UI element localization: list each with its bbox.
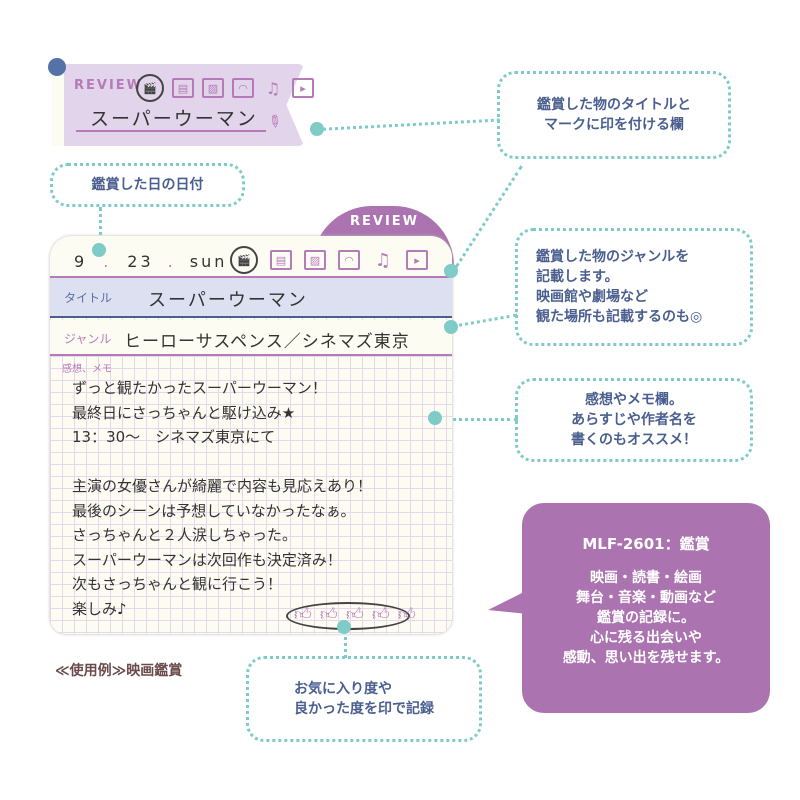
- title-value: スーパーウーマン: [148, 290, 308, 311]
- theater-stage-icon[interactable]: ◠: [338, 250, 360, 270]
- connector: [318, 118, 500, 131]
- caption: ≪使用例≫映画鑑賞: [55, 663, 183, 679]
- genre-label: ジャンル: [64, 332, 112, 346]
- product-box: MLF-2601：鑑賞 映画・読書・絵画 舞台・音楽・動画など 鑑賞の記録に。 …: [522, 503, 770, 713]
- label-genre-icons: 🎬 ▤ ▨ ◠ ♫ ▸: [136, 74, 314, 102]
- picture-icon[interactable]: ▨: [304, 250, 326, 270]
- connector: [440, 418, 518, 421]
- music-note-icon[interactable]: ♫: [374, 249, 392, 271]
- label-pin: [48, 58, 66, 76]
- product-description: 映画・読書・絵画 舞台・音楽・動画など 鑑賞の記録に。 心に残る出会いや 感動、…: [562, 570, 730, 666]
- genre-row[interactable]: ジャンル ヒーローサスペンス／シネマズ東京: [50, 320, 452, 356]
- memo-line: 次もさっちゃんと観に行こう！: [72, 575, 283, 593]
- connector: [452, 313, 518, 328]
- memo-line: [72, 450, 372, 475]
- theater-stage-icon[interactable]: ◠: [232, 78, 254, 98]
- connector: [455, 165, 523, 268]
- memo-line: 楽しみ♪: [72, 599, 127, 618]
- genre-icons: 🎬 ▤ ▨ ◠ ♫ ▸: [230, 246, 428, 274]
- connector-dot: [428, 411, 442, 425]
- product-pointer: [488, 590, 528, 614]
- memo-line: スーパーウーマンは次回作も決定済み！: [72, 550, 342, 569]
- date-weekday: sun: [189, 252, 228, 271]
- callout-memo: 感想やメモ欄。 あらすじや作者名を 書くのもオススメ！: [515, 378, 753, 462]
- note-card: 9.23.sun 🎬 ▤ ▨ ◠ ♫ ▸ タイトル スーパーウーマン ジャンル …: [50, 236, 452, 634]
- date-month: 9: [74, 252, 88, 271]
- callout-date: 鑑賞した日の日付: [50, 163, 245, 207]
- memo-line: 13：30～ シネマズ東京にて: [72, 428, 276, 446]
- music-note-icon[interactable]: ♫: [265, 78, 281, 98]
- clapperboard-icon[interactable]: 🎬: [230, 246, 258, 274]
- thumbs-up-icon[interactable]: 👍︎: [372, 605, 390, 625]
- video-play-icon[interactable]: ▸: [406, 250, 428, 270]
- memo-line: 主演の女優さんが綺麗で内容も見応えあり！: [72, 477, 373, 495]
- genre-value: ヒーローサスペンス／シネマズ東京: [124, 332, 410, 352]
- label-sample: [52, 64, 304, 146]
- label-underline: [76, 130, 266, 132]
- memo-line: 最後のシーンは予想していなかったなぁ。: [72, 501, 356, 520]
- rating[interactable]: 👍︎ 👍︎ 👍︎ 👍︎ 👍︎: [294, 606, 418, 624]
- connector-dot: [92, 243, 106, 257]
- memo-line: 最終日にさっちゃんと駆け込み★: [72, 403, 296, 422]
- note-tab-label: REVIEW: [350, 214, 420, 229]
- connector: [344, 630, 347, 658]
- callout-title-mark: 鑑賞した物のタイトルと マークに印を付ける欄: [497, 71, 731, 159]
- book-icon[interactable]: ▤: [270, 250, 292, 270]
- memo-label: 感想、メモ: [62, 364, 112, 375]
- product-code: MLF-2601：鑑賞: [582, 535, 710, 553]
- memo-line: さっちゃんと２人涙しちゃった。: [72, 526, 298, 544]
- clapperboard-icon[interactable]: 🎬: [136, 74, 164, 102]
- video-play-icon[interactable]: ▸: [292, 78, 314, 98]
- connector-dot: [444, 320, 458, 334]
- callout-genre: 鑑賞した物のジャンルを 記載します。 映画館や劇場など 観た場所も記載するのも◎: [515, 228, 753, 346]
- title-row[interactable]: タイトル スーパーウーマン: [50, 278, 452, 318]
- callout-rating: お気に入り度や 良かった度を印で記録: [246, 656, 482, 742]
- connector-dot: [310, 122, 324, 136]
- book-icon[interactable]: ▤: [172, 78, 194, 98]
- date-day: 23: [127, 252, 154, 271]
- label-review: REVIEW: [74, 78, 144, 93]
- picture-icon[interactable]: ▨: [202, 78, 224, 98]
- thumbs-up-icon[interactable]: 👍︎: [346, 605, 364, 625]
- title-label: タイトル: [64, 291, 113, 305]
- label-title: スーパーウーマン: [90, 108, 258, 130]
- thumbs-up-icon[interactable]: 👍︎: [294, 605, 312, 625]
- memo-area[interactable]: ずっと観たかったスーパーウーマン！ 最終日にさっちゃんと駆け込み★ 13：30～ シ…: [72, 376, 372, 621]
- memo-line: ずっと観たかったスーパーウーマン！: [72, 379, 327, 397]
- thumbs-up-icon[interactable]: 👍︎: [398, 605, 416, 625]
- connector: [99, 207, 102, 249]
- label-edge: [52, 64, 64, 146]
- connector-dot: [337, 620, 351, 634]
- thumbs-up-icon[interactable]: 👍︎: [320, 605, 338, 625]
- date-field[interactable]: 9.23.sun: [74, 252, 228, 271]
- connector-dot: [444, 264, 458, 278]
